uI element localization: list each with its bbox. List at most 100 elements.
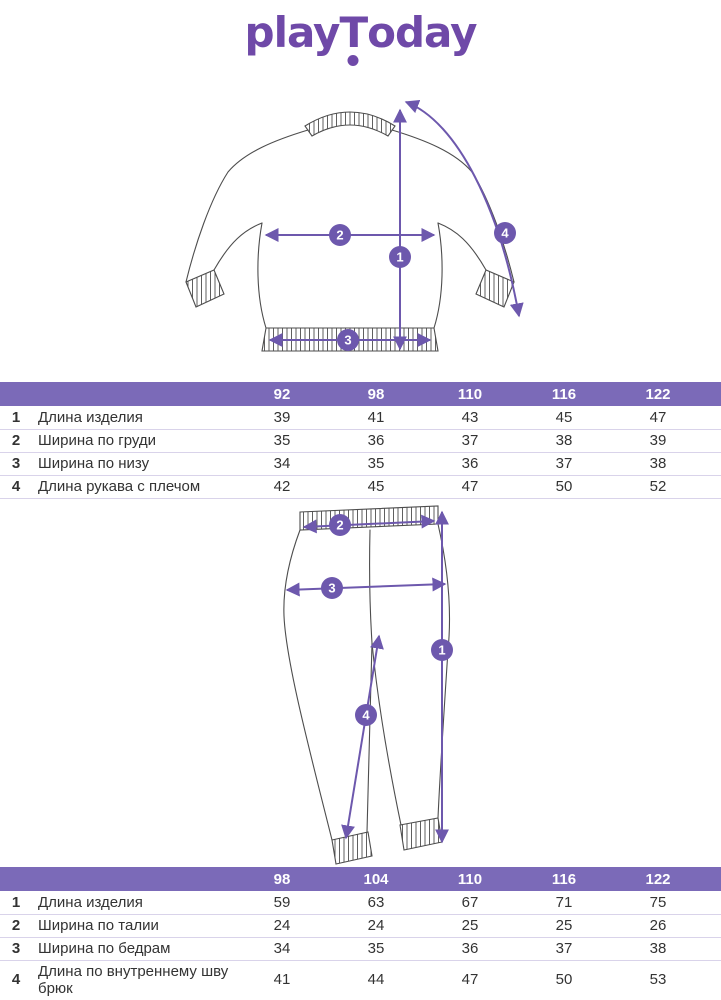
spacer-cell [705,960,721,1000]
logo-text-t: T [339,8,368,57]
size-value: 50 [517,960,611,1000]
svg-text:2: 2 [336,228,343,243]
pants-measure-arrows [285,510,449,844]
size-col-header: 110 [423,382,517,406]
collar-rib [304,111,396,137]
size-value: 26 [611,914,705,938]
size-value: 71 [517,891,611,915]
measure-marker-1: 1 [431,639,453,661]
size-value: 50 [517,475,611,499]
size-col-header: 98 [329,382,423,406]
row-number: 2 [0,914,32,938]
waist-width-arrow [302,514,436,534]
right-leg-cuff-rib [399,817,443,851]
row-label: Ширина по талии [32,914,235,938]
size-value: 34 [235,452,329,476]
row-number: 2 [0,429,32,453]
size-col-header: 104 [329,867,423,891]
size-value: 37 [517,452,611,476]
header-spacer [0,382,32,406]
spacer-cell [705,429,721,453]
table-row: 2 Ширина по талии 24 24 25 25 26 [0,914,721,938]
size-value: 67 [423,891,517,915]
size-value: 43 [423,406,517,430]
sweatshirt-size-table: 92 98 110 116 122 1 Длина изделия 39 41 … [0,382,721,499]
size-value: 38 [517,429,611,453]
size-value: 38 [611,452,705,476]
size-value: 45 [517,406,611,430]
table-row: 3 Ширина по бедрам 34 35 36 37 38 [0,937,721,961]
spacer-cell [705,475,721,499]
logo-t-wrap: T [339,8,368,66]
spacer-cell [705,914,721,938]
size-value: 45 [329,475,423,499]
header-spacer [0,867,32,891]
size-value: 24 [329,914,423,938]
left-leg-cuff-rib [331,831,373,865]
size-value: 63 [329,891,423,915]
row-number: 4 [0,475,32,499]
size-value: 59 [235,891,329,915]
size-col-header: 92 [235,382,329,406]
svg-text:2: 2 [336,518,343,533]
sweatshirt-measure-arrows [264,100,524,351]
table-row: 4 Длина рукава с плечом 42 45 47 50 52 [0,475,721,499]
size-col-header: 122 [611,867,705,891]
size-value: 47 [423,475,517,499]
svg-text:1: 1 [438,643,445,658]
size-col-header: 98 [235,867,329,891]
inseam-arrow [341,634,384,840]
row-label: Ширина по низу [32,452,235,476]
size-col-header: 116 [517,867,611,891]
size-value: 35 [329,937,423,961]
spacer-cell [705,891,721,915]
size-value: 75 [611,891,705,915]
svg-text:4: 4 [501,226,509,241]
size-value: 37 [423,429,517,453]
measure-marker-4: 4 [355,704,377,726]
spacer-cell [705,937,721,961]
size-value: 52 [611,475,705,499]
hip-width-arrow [285,577,447,597]
row-label: Длина изделия [32,406,235,430]
size-value: 25 [423,914,517,938]
measure-marker-1: 1 [389,246,411,268]
pants-diagram: 1 2 3 4 [283,505,453,865]
row-number: 1 [0,891,32,915]
row-label: Длина рукава с плечом [32,475,235,499]
row-label: Ширина по бедрам [32,937,235,961]
size-col-header: 116 [517,382,611,406]
pants-size-table: 98 104 110 116 122 1 Длина изделия 59 63… [0,867,721,1000]
measure-marker-3: 3 [337,329,359,351]
size-value: 35 [235,429,329,453]
table-row: 2 Ширина по груди 35 36 37 38 39 [0,429,721,453]
svg-text:3: 3 [344,333,351,348]
row-label: Длина по внутреннему шву брюк [32,960,235,1000]
size-col-header: 110 [423,867,517,891]
row-number: 4 [0,960,32,1000]
spacer-cell [705,406,721,430]
size-value: 34 [235,937,329,961]
header-spacer [705,382,721,406]
size-value: 36 [423,937,517,961]
logo-text-play: play [244,8,341,57]
measure-marker-3: 3 [321,577,343,599]
row-number: 3 [0,452,32,476]
measure-marker-2: 2 [329,514,351,536]
measure-marker-2: 2 [329,224,351,246]
svg-text:1: 1 [396,250,403,265]
logo-text-oday: oday [367,8,477,57]
pants-outline [283,523,451,841]
spacer-cell [705,452,721,476]
size-value: 53 [611,960,705,1000]
left-cuff-rib [185,269,225,308]
size-value: 35 [329,452,423,476]
size-value: 42 [235,475,329,499]
size-value: 47 [423,960,517,1000]
size-value: 39 [611,429,705,453]
svg-text:3: 3 [328,581,335,596]
row-number: 1 [0,406,32,430]
size-col-header: 122 [611,382,705,406]
